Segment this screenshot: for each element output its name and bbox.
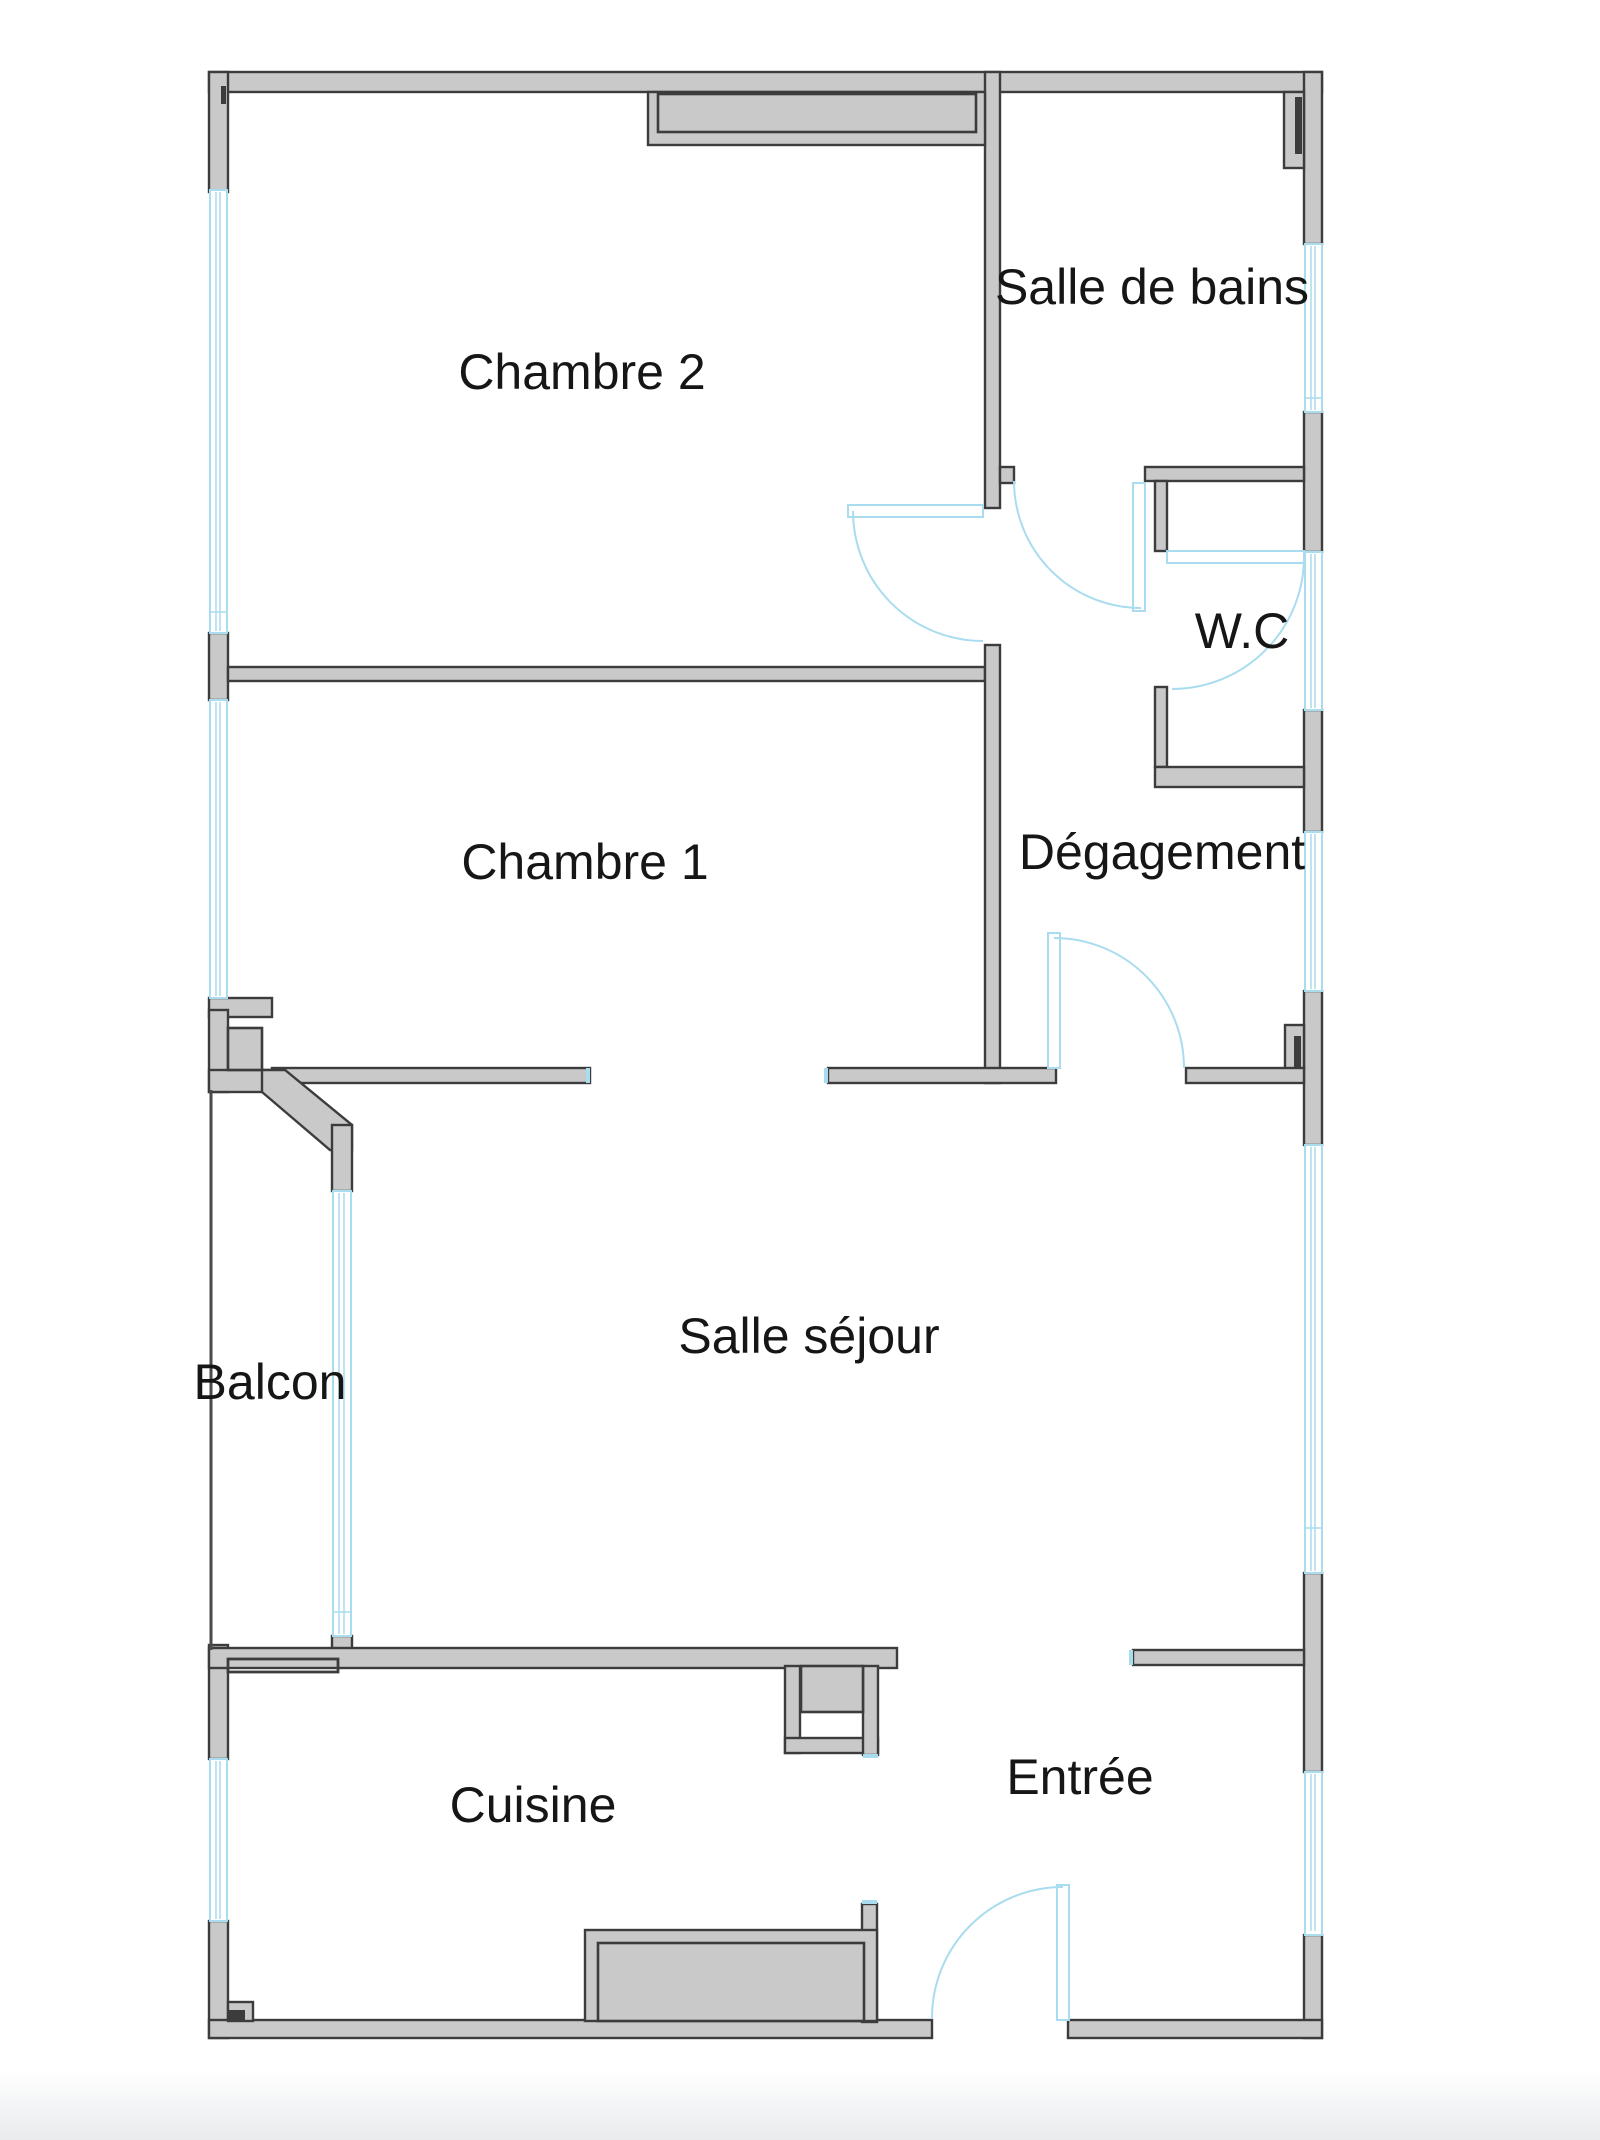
wall-cuisine-top: [207, 1646, 899, 1670]
room-label-cuisine: Cuisine: [450, 1777, 617, 1833]
exterior-walls: [207, 70, 1324, 2040]
door-wc: [1166, 550, 1305, 690]
wall-chambre1-bottom-left: [270, 1066, 592, 1085]
door-degagement-leaf: [1047, 932, 1061, 1069]
room-label-entree: Entrée: [1006, 1749, 1153, 1805]
wall-exterior-bottom-left: [207, 2018, 934, 2040]
wall-sdb-door-jamb: [998, 465, 1016, 485]
wall-wc-top: [1143, 465, 1306, 483]
pilaster-degagement: [1283, 1023, 1306, 1071]
wall-wc-left-lower: [1153, 685, 1169, 769]
pilaster-bottom-left-slot: [228, 2010, 245, 2020]
pilaster-top-right-slot: [1295, 97, 1302, 154]
door-chambre2-arc: [852, 510, 984, 642]
wall-chambre1-chambre2-divider: [226, 665, 987, 683]
wall-chambre1-bottom-mid: [826, 1066, 1058, 1085]
pilaster-slot-top-left: [221, 86, 226, 104]
cuisine-duct-box: [799, 1664, 865, 1714]
door-entree-arc: [931, 1886, 1064, 2019]
room-label-degagement: Dégagement: [1019, 824, 1305, 880]
door-chambre2: [847, 504, 984, 642]
wall-sejour-entree: [1131, 1648, 1306, 1667]
room-label-wc: W.C: [1195, 603, 1289, 659]
wall-exterior-bottom-right: [1066, 2018, 1324, 2040]
cap-chambre1-opening-left: [586, 1068, 590, 1083]
window-sejour-right: [1304, 1144, 1323, 1574]
room-label-chambre1: Chambre 1: [461, 834, 708, 890]
wall-exterior-right-5: [1302, 1571, 1324, 1774]
door-degagement-arc: [1053, 937, 1185, 1069]
door-salle-de-bains: [1013, 480, 1146, 612]
cap-chambre1-opening-right: [824, 1068, 828, 1083]
door-sdb-leaf: [1132, 482, 1146, 612]
room-label-salle-sejour: Salle séjour: [678, 1308, 939, 1364]
cuisine-duct: [783, 1664, 880, 1758]
window-chambre1-left: [209, 699, 228, 999]
wall-wc-left-upper: [1153, 479, 1169, 553]
cuisine-duct-cap: [863, 1754, 878, 1758]
interior-walls: [207, 70, 1306, 2024]
pilaster-degagement-slot: [1294, 1036, 1301, 1067]
door-entree-leaf: [1056, 1884, 1070, 2021]
door-entree-main: [931, 1884, 1070, 2021]
room-label-chambre2: Chambre 2: [458, 344, 705, 400]
window-entree-right: [1304, 1771, 1323, 1936]
window-wc-right: [1304, 551, 1323, 711]
balcon-corner-pillar: [226, 1026, 264, 1072]
window-degagement-right: [1304, 831, 1323, 992]
closet-chambre2-inner: [656, 92, 978, 134]
window-chambre2-left: [209, 189, 228, 634]
radiator-balcon-sill: [226, 1657, 340, 1674]
balcon-corner: [207, 996, 274, 1094]
pilaster-bottom-left: [226, 2000, 255, 2023]
wall-wc-bottom: [1153, 765, 1306, 789]
window-balcon-sejour: [332, 1190, 352, 1637]
closet-chambre2: [646, 90, 987, 147]
wall-degagement-bottom-right: [1184, 1066, 1306, 1085]
wall-exterior-right-3: [1302, 708, 1324, 834]
door-chambre2-leaf: [847, 504, 984, 518]
wc-walls: [1143, 465, 1306, 789]
door-sdb-arc: [1013, 480, 1142, 609]
wall-chambre1-degagement-divider: [983, 643, 1002, 1085]
door-wc-leaf: [1166, 550, 1305, 564]
wall-exterior-left-2: [207, 631, 230, 702]
room-label-salle-de-bains: Salle de bains: [995, 259, 1309, 315]
window-sdb-right: [1304, 243, 1323, 413]
kitchen-counter-inner: [596, 1941, 866, 2023]
windows: [209, 189, 1323, 1936]
wall-exterior-right-2: [1302, 410, 1324, 554]
door-degagement-sejour: [1047, 932, 1185, 1069]
room-labels: Chambre 2 Salle de bains W.C Chambre 1 D…: [194, 259, 1310, 1833]
wall-sejour-entree-cap: [1129, 1650, 1133, 1665]
wall-exterior-top: [207, 70, 1324, 94]
pilaster-top-right: [1282, 90, 1306, 170]
wall-exterior-right-4: [1302, 989, 1324, 1147]
room-label-balcon: Balcon: [194, 1354, 347, 1410]
cuisine-duct-right: [861, 1664, 880, 1757]
doors: [847, 480, 1305, 2021]
wall-exterior-right-1: [1302, 70, 1324, 246]
wall-chambre2-sdb-divider: [983, 70, 1002, 510]
wall-cuisine-entree-cap: [862, 1900, 877, 1904]
door-wc-arc: [1171, 556, 1305, 690]
kitchen-counter: [583, 1928, 879, 2023]
wall-balcon-window-top-cap: [330, 1123, 354, 1193]
window-cuisine-left: [209, 1758, 228, 1922]
